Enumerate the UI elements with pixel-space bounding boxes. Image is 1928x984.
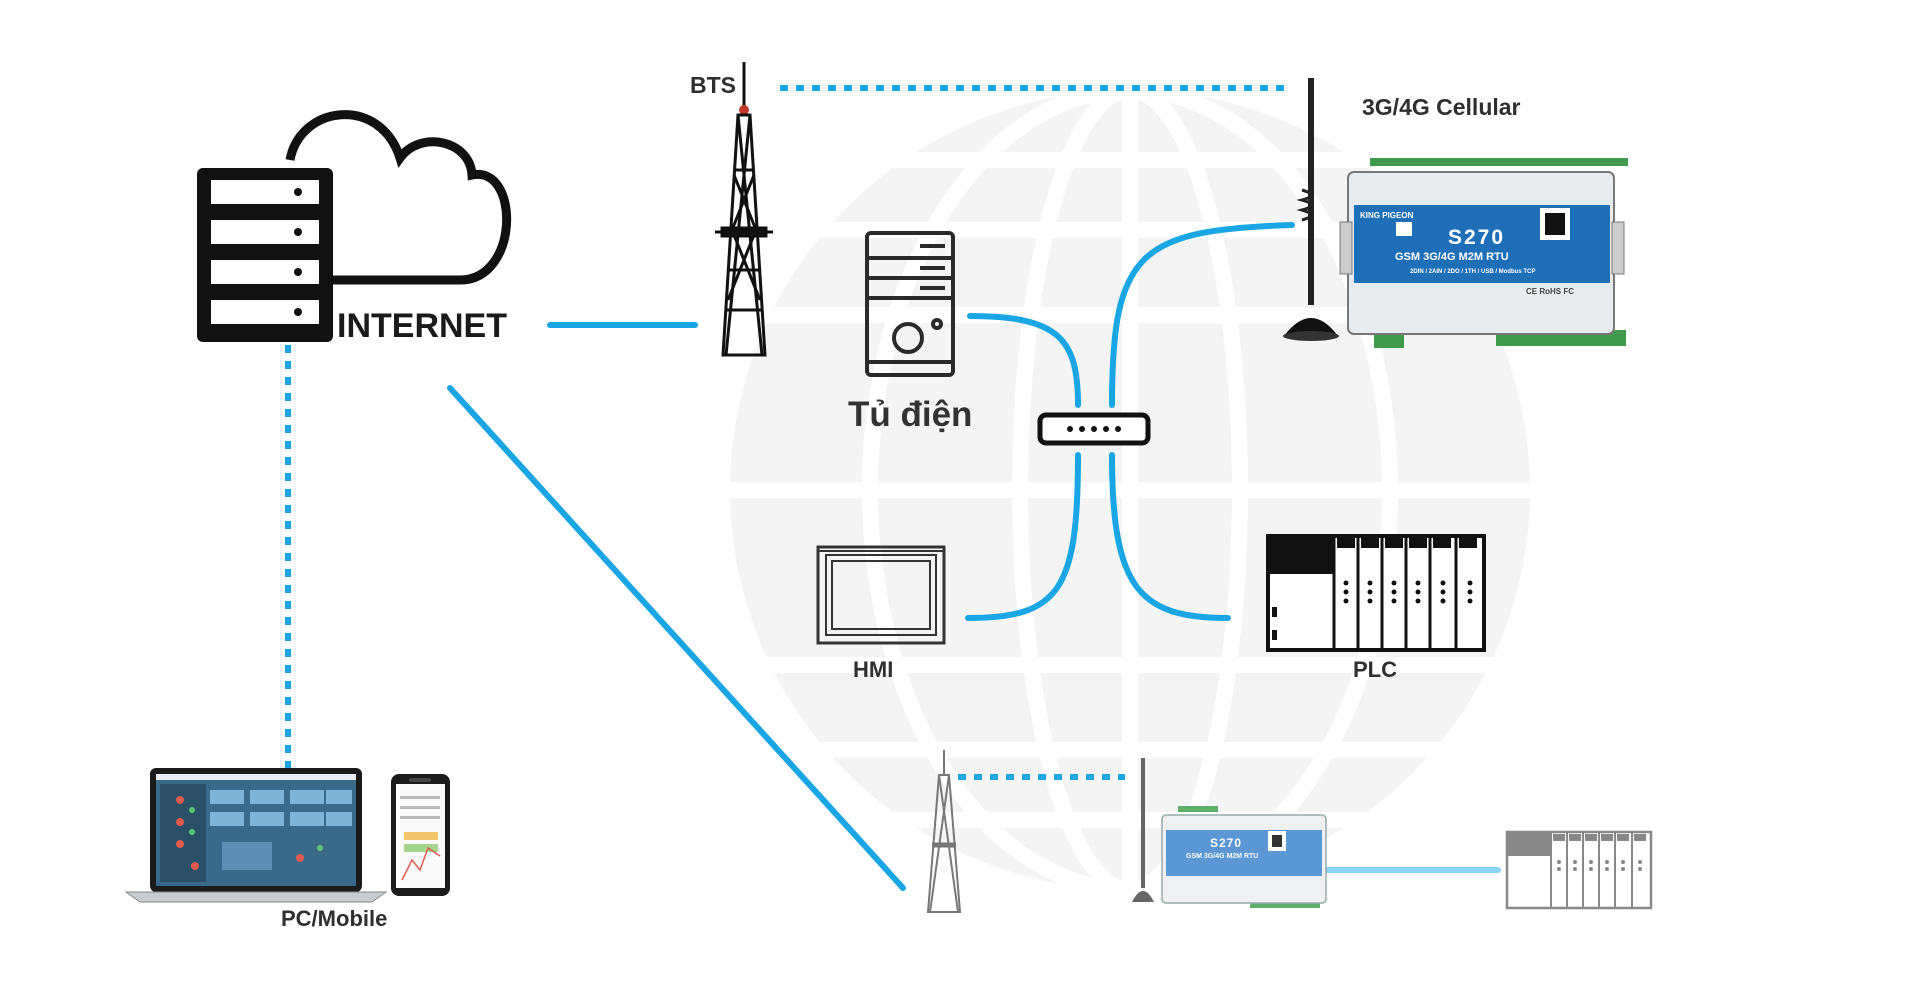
remote-antenna-icon [1132,758,1154,902]
laptop-icon [124,768,388,903]
rtu-brand: KING PIGEON [1360,211,1414,220]
plc-label: PLC [1353,657,1397,682]
hmi-label: HMI [853,657,894,682]
bts-tower-icon [715,62,773,357]
remote-bts-tower-icon [926,750,962,913]
antenna-icon [1283,78,1339,341]
rtu-device-main [1339,158,1628,348]
remote-rtu-model: S270 [1210,836,1243,850]
cloud-icon [285,110,512,285]
cabinet-label: Tủ điện [848,395,973,434]
connections [285,85,1501,891]
remote-plc-icon [1505,830,1653,910]
switch-icon [1037,412,1151,446]
plc-switch-link [1109,452,1231,621]
internet-label: INTERNET [337,307,507,345]
cabinet-switch-link [967,313,1081,408]
rtu-specs: 2DIN / 2AIN / 2DO / 1TH / USB / Modbus T… [1410,269,1536,275]
pc-mobile-label: PC/Mobile [281,906,388,931]
plc-icon [1266,534,1486,652]
bts-label: BTS [690,72,736,98]
remote-rtu-subtitle: GSM 3G/4G M2M RTU [1186,853,1259,860]
hmi-switch-link [965,452,1081,621]
rtu-switch-link [1109,222,1295,408]
cellular-label: 3G/4G Cellular [1362,94,1521,120]
hmi-panel-icon [816,545,946,645]
rtu-device-remote [1161,806,1327,908]
rtu-certs: CE RoHS FC [1526,287,1574,296]
server-icon [197,168,333,342]
rtu-model: S270 [1448,226,1506,249]
cabinet-icon [865,231,955,377]
internet-remote-link [447,385,906,891]
phone-icon [391,774,450,896]
rtu-subtitle: GSM 3G/4G M2M RTU [1395,251,1509,263]
